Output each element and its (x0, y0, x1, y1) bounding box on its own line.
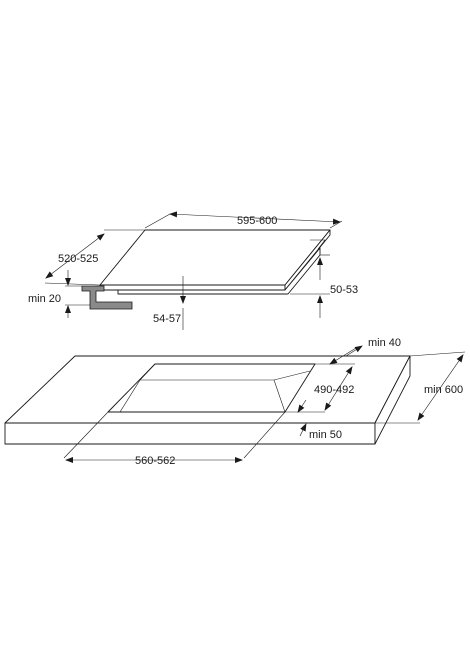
label-cutout-depth: 490-492 (314, 384, 354, 396)
dim-hob-depth: 520-525 (44, 229, 145, 286)
label-counter-depth: min 600 (424, 384, 463, 396)
dim-cutout-depth: 490-492 (285, 363, 355, 413)
label-edge-front: min 50 (309, 429, 342, 441)
dim-clearance: min 20 (28, 270, 90, 318)
label-insert-depth: 54-57 (153, 313, 181, 325)
dim-hob-width: 595-600 (144, 211, 343, 229)
dim-counter-depth: min 600 (375, 351, 466, 424)
label-hob-height: 50-53 (330, 284, 358, 296)
dim-edge-back: min 40 (329, 337, 401, 365)
label-hob-width: 595-600 (237, 215, 277, 227)
hob-side-edge (284, 229, 331, 291)
dim-edge-front: min 50 (297, 399, 342, 441)
label-cutout-width: 560-562 (135, 455, 175, 467)
dim-insert-depth: 54-57 (153, 276, 186, 330)
dim-hob-height: 50-53 (290, 254, 358, 318)
label-edge-back: min 40 (368, 337, 401, 349)
hob-front-edge (99, 284, 286, 291)
countertop-drawing (4, 355, 411, 445)
hob-drawing (81, 229, 331, 310)
label-hob-depth: 520-525 (58, 253, 98, 265)
countertop-side-edge (374, 355, 411, 445)
mounting-clamp (81, 285, 133, 310)
dim-cutout-width: 560-562 (63, 411, 286, 467)
label-clearance: min 20 (28, 293, 61, 305)
